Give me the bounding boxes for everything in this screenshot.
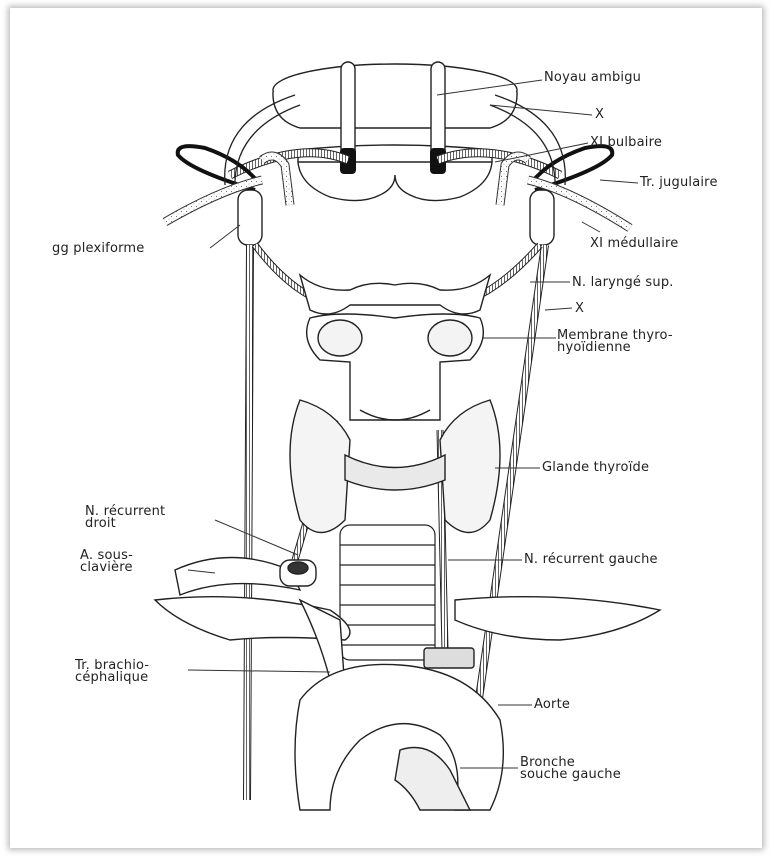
label-glande-thyroide: Glande thyroïde [542, 461, 649, 474]
trachea [340, 525, 435, 660]
label-noyau-ambigu: Noyau ambigu [544, 71, 641, 84]
label-gg-plexiforme: gg plexiforme [52, 242, 144, 255]
label-aorte: Aorte [534, 698, 570, 711]
label-bronche-souche-gauche: Bronche souche gauche [520, 757, 621, 781]
label-membrane-thyro-hyoidienne: Membrane thyro- hyoïdienne [557, 330, 673, 354]
medulla-section [273, 64, 517, 201]
label-x-mid: X [575, 302, 584, 315]
label-xi-medullaire: XI médullaire [590, 237, 678, 250]
larynx [300, 275, 490, 420]
label-n-larynge-sup: N. laryngé sup. [572, 276, 674, 289]
label-n-recurrent-gauche: N. récurrent gauche [524, 553, 658, 566]
label-xi-bulbaire: XI bulbaire [590, 136, 662, 149]
label-x-top: X [595, 108, 604, 121]
label-tr-brachio-cephalique: Tr. brachio- céphalique [75, 660, 149, 684]
label-tr-jugulaire: Tr. jugulaire [640, 176, 718, 189]
label-a-sous-claviere: A. sous- clavière [80, 550, 133, 574]
label-n-recurrent-droit: N. récurrent droit [85, 506, 165, 530]
